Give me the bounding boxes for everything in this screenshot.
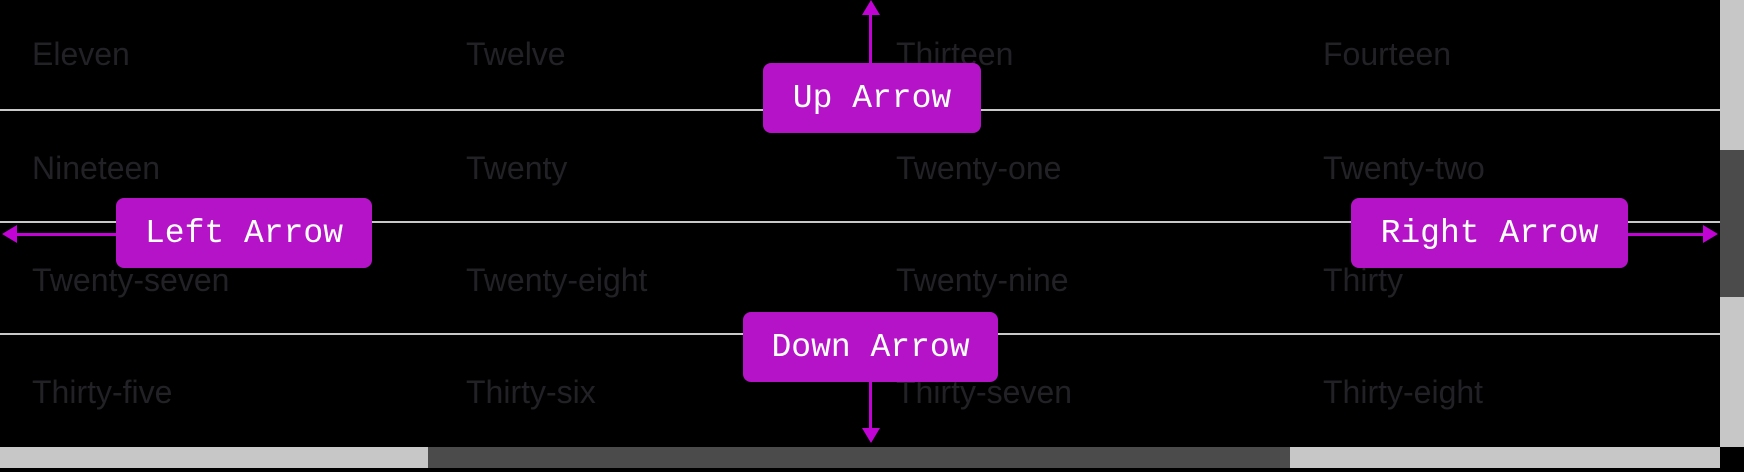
horizontal-scrollbar-thumb[interactable]	[428, 447, 1290, 468]
grid-cell: Twenty-nine	[896, 262, 1069, 298]
right-arrow-button[interactable]: Right Arrow	[1351, 198, 1628, 268]
grid-cell: Twenty-one	[896, 150, 1062, 186]
row-separator	[0, 221, 1720, 223]
right-arrow-icon	[1703, 225, 1718, 243]
grid-cell: Twenty-eight	[466, 262, 648, 298]
grid-cell: Thirty-five	[32, 374, 173, 410]
right-arrow-line	[1628, 233, 1704, 236]
grid-cell: Thirty-six	[466, 374, 596, 410]
vertical-scrollbar-thumb[interactable]	[1720, 150, 1744, 297]
left-arrow-icon	[2, 225, 17, 243]
vertical-scrollbar-track[interactable]	[1720, 0, 1744, 447]
grid-cell: Twenty-seven	[32, 262, 230, 298]
left-arrow-line	[15, 233, 116, 236]
down-arrow-button[interactable]: Down Arrow	[743, 312, 998, 382]
down-arrow-line	[869, 382, 872, 428]
grid-cell: Nineteen	[32, 150, 161, 186]
horizontal-scrollbar-track[interactable]	[0, 447, 1720, 468]
grid-cell: Twenty	[466, 150, 568, 186]
left-arrow-button[interactable]: Left Arrow	[116, 198, 372, 268]
grid-cell: Fourteen	[1323, 36, 1452, 72]
grid-cell: Thirty	[1323, 262, 1403, 298]
grid-cell: Eleven	[32, 36, 130, 72]
grid-cell: Twenty-two	[1323, 150, 1485, 186]
grid-cell: Twelve	[466, 36, 566, 72]
down-arrow-icon	[862, 428, 880, 443]
grid-cell: Thirty-eight	[1323, 374, 1484, 410]
up-arrow-button[interactable]: Up Arrow	[763, 63, 981, 133]
up-arrow-icon	[862, 0, 880, 15]
up-arrow-line	[869, 13, 872, 63]
